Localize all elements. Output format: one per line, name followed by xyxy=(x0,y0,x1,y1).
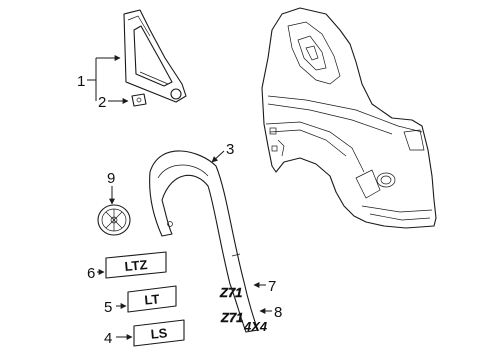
callout-1: 1 xyxy=(77,73,85,90)
badge-lt: LT xyxy=(127,285,177,313)
badge-ltz-text: LTZ xyxy=(124,257,148,274)
badge-4x4-text: 4X4 xyxy=(243,319,268,334)
badge-z71-text: Z71 xyxy=(219,285,242,300)
clip xyxy=(131,93,147,107)
callout-5: 5 xyxy=(104,299,112,316)
badge-z71-4x4: Z71 4X4 xyxy=(220,310,268,334)
upper-trim-panel xyxy=(123,9,187,103)
callout-6: 6 xyxy=(87,265,95,282)
callout-3: 3 xyxy=(226,141,234,158)
badge-ltz: LTZ xyxy=(105,251,167,279)
callout-9: 9 xyxy=(107,170,115,187)
badge-z71-4x4-text: Z71 xyxy=(220,310,243,325)
round-emblem xyxy=(97,204,131,236)
wheel-opening-molding xyxy=(149,150,259,333)
callout-2: 2 xyxy=(98,94,106,111)
badge-lt-text: LT xyxy=(144,291,160,307)
callout-8: 8 xyxy=(274,304,282,321)
callout-7: 7 xyxy=(268,278,276,295)
badge-z71: Z71 xyxy=(219,285,243,300)
badge-ls: LS xyxy=(133,319,185,347)
leader-lines xyxy=(87,55,272,340)
callout-4: 4 xyxy=(104,330,112,347)
quarter-panel xyxy=(261,7,437,229)
badge-ls-text: LS xyxy=(150,325,168,341)
